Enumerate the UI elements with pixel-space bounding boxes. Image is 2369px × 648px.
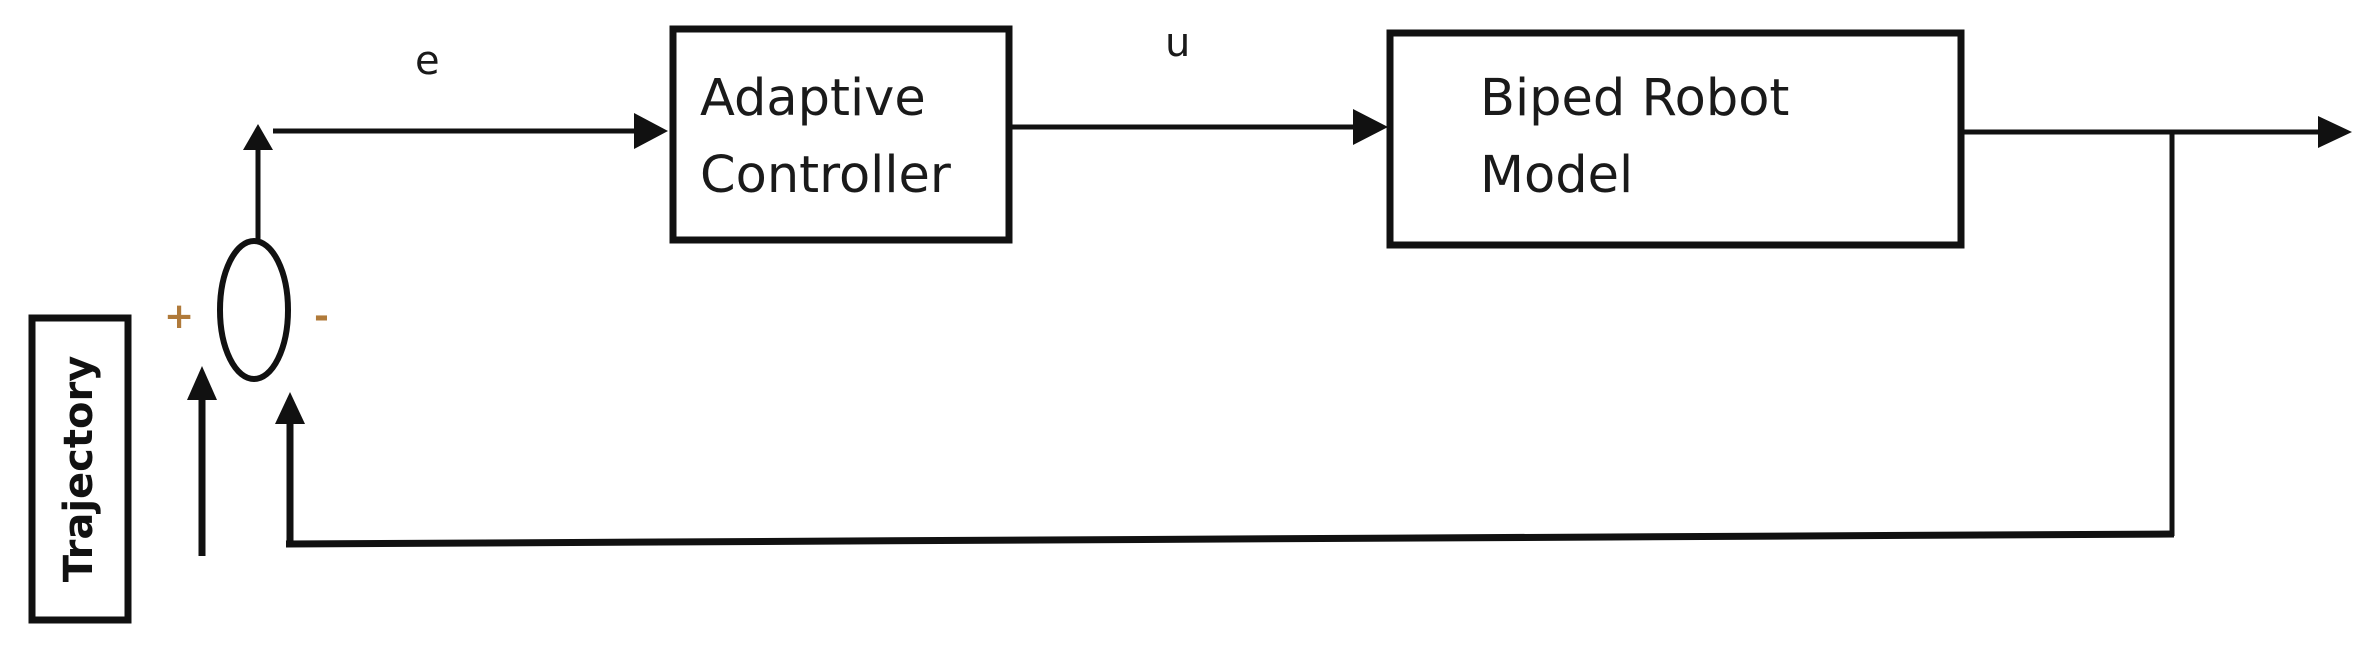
error-signal-label: e <box>415 38 440 84</box>
trajectory-box <box>28 314 132 624</box>
adaptive-controller-block: Adaptive Controller <box>669 25 1013 244</box>
junction-output-arrow <box>243 124 273 240</box>
feedback-return-line <box>285 530 2175 548</box>
summing-junction-minus-sign: - <box>314 296 329 337</box>
biped-robot-model-block: Biped Robot Model <box>1386 29 1965 249</box>
adaptive-controller-label-line2: Controller <box>700 146 951 205</box>
feedback-path <box>275 132 2175 548</box>
summing-junction: + - <box>164 238 329 382</box>
feedback-arrowhead <box>275 392 305 424</box>
biped-robot-model-label-line2: Model <box>1480 146 1633 205</box>
biped-robot-model-label-line1: Biped Robot <box>1480 69 1789 128</box>
error-signal-arrowhead <box>634 113 668 149</box>
control-signal-arrow <box>1012 109 1388 145</box>
output-signal-arrow <box>1964 116 2352 148</box>
biped-robot-model-box <box>1386 29 1965 249</box>
adaptive-controller-box <box>669 25 1013 244</box>
reference-input-arrow <box>187 366 217 556</box>
trajectory-block: Trajectory <box>28 314 132 624</box>
adaptive-controller-label-line1: Adaptive <box>700 69 926 128</box>
control-signal-label: u <box>1165 20 1190 66</box>
summing-junction-ellipse <box>217 238 291 382</box>
reference-input-arrowhead <box>187 366 217 400</box>
trajectory-label: Trajectory <box>56 356 102 583</box>
control-signal-arrowhead <box>1353 109 1388 145</box>
junction-output-arrowhead <box>243 124 273 150</box>
summing-junction-plus-sign: + <box>164 296 194 337</box>
output-signal-arrowhead <box>2318 116 2352 148</box>
error-signal-arrow <box>273 113 668 149</box>
